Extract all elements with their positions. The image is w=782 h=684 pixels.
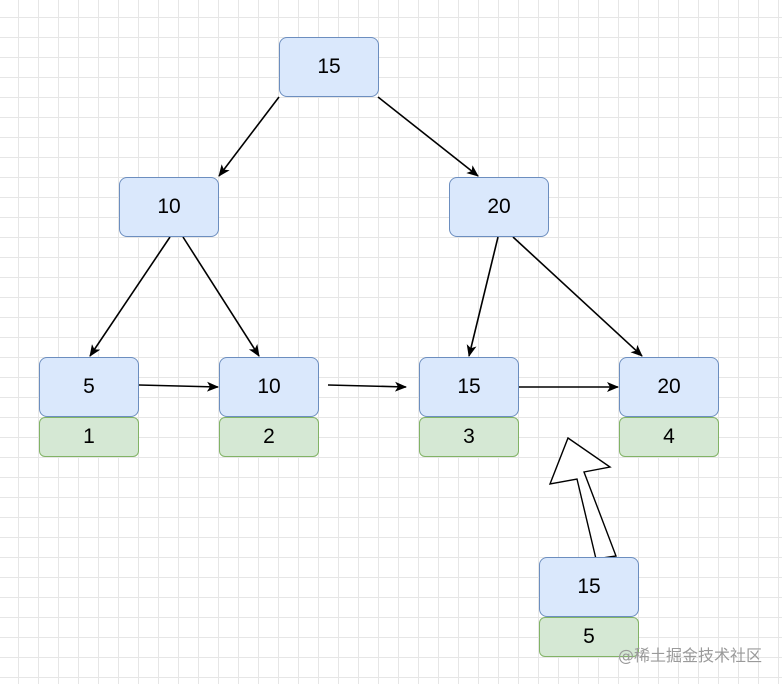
leaf-key: 5 [83,375,95,398]
edge-leaf-10-to-leaf-15 [327,381,407,392]
record-value: 3 [463,425,475,448]
insert-arrow-icon [548,436,617,560]
record-value: 1 [83,425,95,448]
record-value: 2 [263,425,275,448]
edge-root-to-internal-20 [377,96,479,177]
edge-internal-20-to-leaf-20 [512,236,643,357]
watermark: @稀土掘金技术社区 [617,646,762,665]
edge-leaf-5-to-leaf-10 [138,381,219,392]
leaf-record-1: 1 [39,417,139,457]
edge-internal-10-to-leaf-10 [182,236,260,357]
internal-node-key: 10 [157,195,181,218]
leaf-key: 20 [657,375,681,398]
leaf-node-5: 5 [39,357,139,417]
leaf-record-3: 3 [419,417,519,457]
internal-node-10: 10 [119,177,219,237]
record-value: 4 [663,425,675,448]
leaf-node-20: 20 [619,357,719,417]
leaf-record-4: 4 [619,417,719,457]
edge-internal-20-to-leaf-15 [466,236,499,357]
leaf-node-15: 15 [419,357,519,417]
root-node-key: 15 [317,55,341,78]
leaf-node-10: 10 [219,357,319,417]
incoming-node: 15 [539,557,639,617]
incoming-record: 5 [539,617,639,657]
root-node: 15 [279,37,379,97]
edge-internal-10-to-leaf-5 [89,236,171,357]
edge-root-to-internal-10 [218,96,280,177]
leaf-key: 10 [257,375,281,398]
incoming-record-value: 5 [583,625,595,648]
internal-node-key: 20 [487,195,511,218]
internal-node-20: 20 [449,177,549,237]
leaf-key: 15 [457,375,481,398]
leaf-record-2: 2 [219,417,319,457]
incoming-key: 15 [577,575,601,598]
